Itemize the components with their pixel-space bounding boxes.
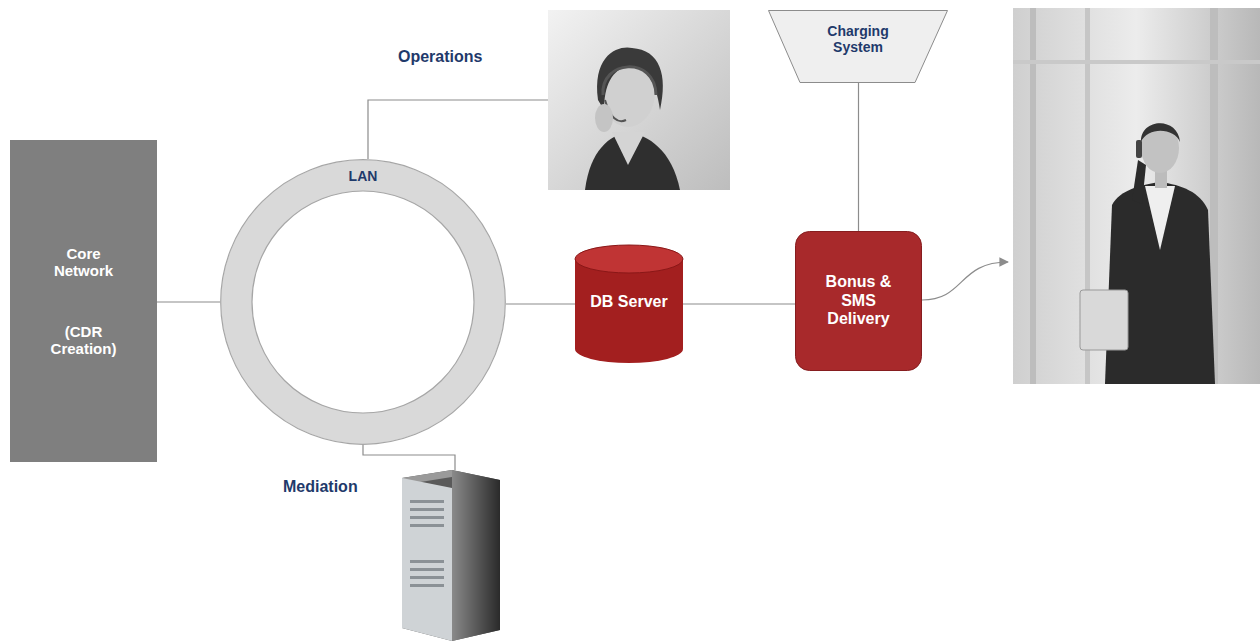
network-box: Core Network (CDR Creation) <box>10 140 157 462</box>
database-cylinder: DB Server <box>575 245 683 363</box>
node-outline <box>10 140 157 462</box>
connector-line <box>506 303 575 304</box>
process-box: Bonus & SMS Delivery <box>795 231 922 371</box>
operator-photo <box>548 10 730 190</box>
leader-line <box>363 445 455 470</box>
charging-trapezoid: Charging System <box>768 10 948 83</box>
node-text: LAN <box>349 168 378 184</box>
node-text: (CDR Creation) <box>38 323 130 358</box>
delivery-arrow <box>922 262 1008 300</box>
lan-ring: LAN <box>220 159 506 445</box>
customer-photo <box>1013 8 1260 384</box>
connector-line <box>683 303 795 304</box>
component-label: Mediation <box>283 478 358 496</box>
connector-line <box>858 83 859 231</box>
connector-line <box>157 301 220 302</box>
node-outline <box>220 159 506 445</box>
leader-line <box>368 100 548 159</box>
server-icon <box>402 470 500 641</box>
node-text: Bonus & SMS Delivery <box>819 273 899 328</box>
component-label: Operations <box>398 48 482 66</box>
node-text: DB Server <box>590 293 667 311</box>
node-text: Charging System <box>818 23 898 55</box>
node-text: Core Network <box>38 245 130 280</box>
